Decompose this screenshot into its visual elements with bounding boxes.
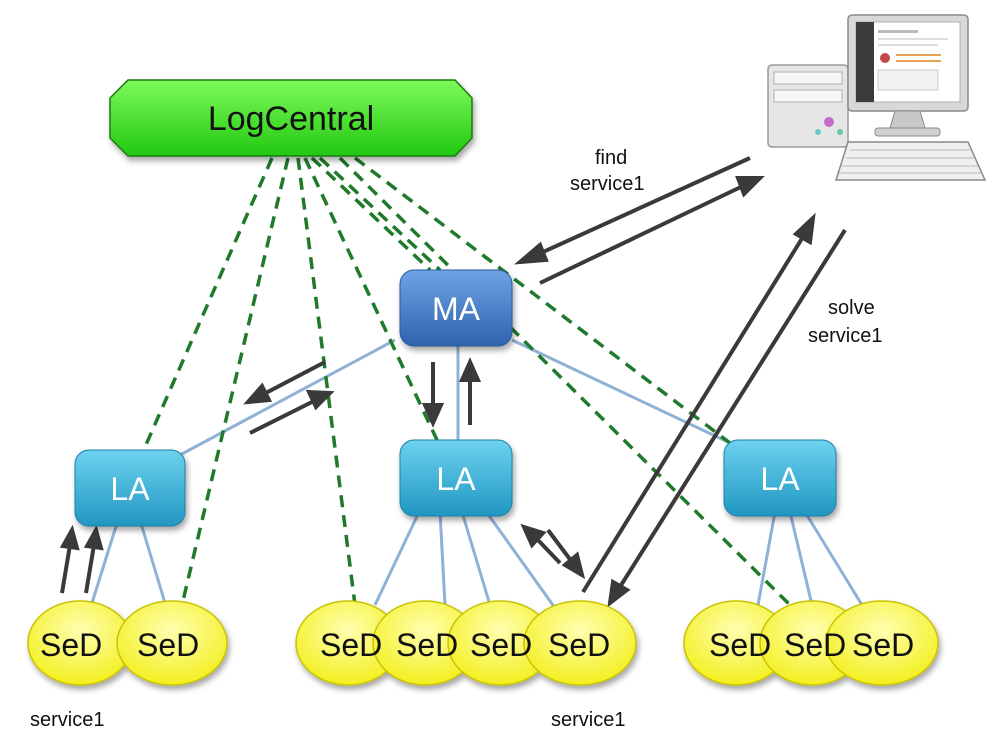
link-la2-sed3: [373, 509, 422, 606]
master-agent-node: [399, 269, 513, 347]
log-link-ma-b: [318, 156, 442, 272]
log-link-sed3: [296, 157, 357, 606]
master-agent-label: MA: [432, 291, 481, 327]
message-arrows: [59, 156, 847, 608]
link-la2-sed5: [460, 511, 492, 606]
local-agent-2-label: LA: [436, 461, 476, 497]
link-ma-la1: [179, 338, 396, 457]
screen-line-1: [878, 30, 918, 33]
local-agent-nodes: [74, 439, 837, 527]
link-la3-sed9: [803, 511, 864, 606]
log-central-shape: [109, 79, 473, 157]
local-agent-1-label: LA: [110, 471, 150, 507]
arrow-solve-request: [607, 578, 631, 608]
sed-6-label: SeD: [548, 627, 610, 663]
service-label-middle: service1: [551, 709, 625, 731]
find-label-line2: service1: [570, 173, 644, 195]
link-la3-sed7: [756, 511, 777, 606]
arrow-line-solve-reply: [581, 230, 808, 594]
tower-button-3: [837, 129, 843, 135]
solve-label-line1: solve: [828, 297, 875, 319]
arrow-sed1-up-a: [59, 524, 80, 551]
tower-button-2: [815, 129, 821, 135]
local-agent-2-shape: [399, 439, 513, 517]
drive-bay-2: [773, 89, 843, 103]
link-la1-sed2: [138, 519, 167, 604]
sed-group-middle: [295, 600, 637, 686]
screen-sidebar: [856, 22, 874, 102]
service-label-left: service1: [30, 709, 104, 731]
monitor-base: [874, 127, 941, 137]
sed-group-left: [27, 600, 228, 686]
master-agent-shape: [399, 269, 513, 347]
sed-group-right: [683, 600, 939, 686]
screen-line-5: [896, 60, 941, 62]
log-link-sed2: [180, 157, 290, 606]
log-central-label: LogCentral: [208, 100, 374, 138]
screen-line-4: [896, 54, 941, 56]
arrow-sed1-up-b: [83, 524, 104, 551]
arrow-find-request: [514, 241, 549, 265]
local-agent-1-shape: [74, 449, 186, 527]
log-link-la2: [303, 157, 439, 441]
find-label-line1: find: [595, 147, 627, 169]
arrow-ma-to-la1: [243, 382, 273, 405]
screen-panel: [877, 69, 939, 91]
sed-3-label: SeD: [320, 627, 382, 663]
arrow-ma-to-la2: [421, 403, 445, 428]
local-agent-3-shape: [723, 439, 837, 517]
arrow-line-la1-to-ma: [249, 398, 317, 435]
log-link-la1: [143, 157, 274, 448]
drive-bay-1: [773, 71, 843, 85]
link-la2-sed4: [438, 511, 447, 606]
arrow-line-la2-to-sed: [546, 528, 574, 564]
log-link-sed8: [338, 156, 792, 607]
arrow-line-sed1-up-b: [84, 544, 96, 594]
arrow-sed-to-la2: [520, 523, 547, 549]
keyboard-keys: [839, 149, 981, 174]
sed-6-shape: [523, 600, 637, 686]
arrow-line-solve-request: [616, 228, 847, 592]
sed-8-label: SeD: [784, 627, 846, 663]
screen-line-3: [878, 44, 938, 46]
sed-5-label: SeD: [470, 627, 532, 663]
local-agent-3-label: LA: [760, 461, 800, 497]
monitor-stand: [889, 110, 926, 129]
link-la1-sed1: [90, 519, 120, 604]
log-links: [143, 156, 792, 607]
link-la3-sed8: [788, 511, 814, 606]
log-central-node: [109, 79, 473, 157]
tower-button-1: [824, 117, 834, 127]
sed-2-label: SeD: [137, 627, 199, 663]
arrow-line-ma-to-la1: [261, 360, 326, 397]
log-link-ma-a: [310, 156, 432, 272]
sed-9-shape: [825, 600, 939, 686]
link-ma-la3: [511, 338, 731, 445]
desktop-computer-icon: [767, 14, 987, 181]
arrow-la2-to-sed: [561, 551, 586, 580]
link-la2-sed6: [483, 509, 557, 609]
arrow-la1-to-ma: [305, 389, 335, 411]
arrow-line-find-request: [531, 156, 751, 259]
sed-4-label: SeD: [396, 627, 458, 663]
arrow-line-sed-to-la2: [534, 536, 562, 565]
keyboard: [834, 141, 987, 181]
tree-links: [90, 338, 864, 609]
arrow-solve-reply: [792, 212, 816, 246]
sed-2-shape: [116, 600, 228, 686]
arrow-find-reply: [735, 176, 765, 198]
arrow-line-find-reply: [539, 183, 746, 285]
arrow-la2-to-ma: [458, 357, 482, 382]
sed-7-label: SeD: [709, 627, 771, 663]
sed-9-label: SeD: [852, 627, 914, 663]
arrow-line-sed1-up-a: [60, 544, 72, 594]
screen-logo: [880, 53, 890, 63]
sed-1-label: SeD: [40, 627, 102, 663]
screen-line-2: [878, 38, 948, 40]
solve-label-line2: service1: [808, 325, 882, 347]
